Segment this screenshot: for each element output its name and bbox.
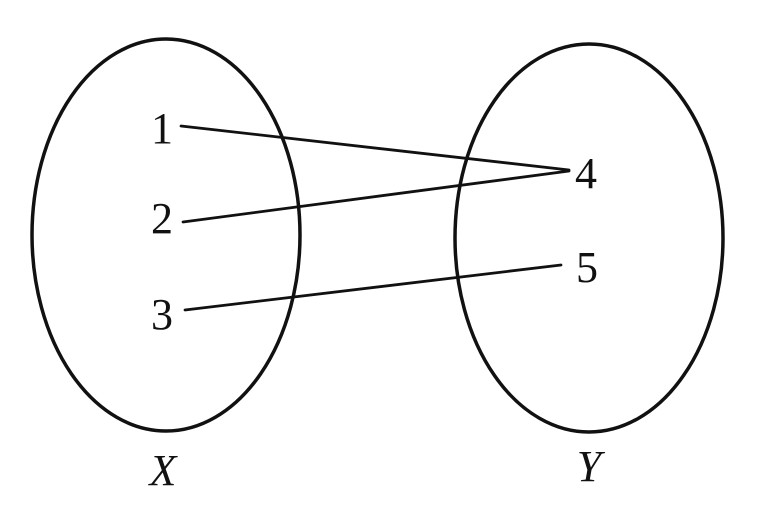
set-x-ellipse [30,37,302,433]
element-label-1: 1 [151,104,173,153]
element-label-2: 2 [151,194,173,243]
set-y-label: Y [577,442,606,491]
set-x-label: X [148,446,179,495]
mapping-line-3-to-5 [183,263,563,312]
element-label-3: 3 [151,290,173,339]
element-label-4: 4 [575,149,597,198]
mapping-line-2-to-4 [181,169,571,224]
set-y-ellipse [453,42,725,434]
element-label-5: 5 [576,243,598,292]
mapping-line-1-to-4 [179,124,571,172]
